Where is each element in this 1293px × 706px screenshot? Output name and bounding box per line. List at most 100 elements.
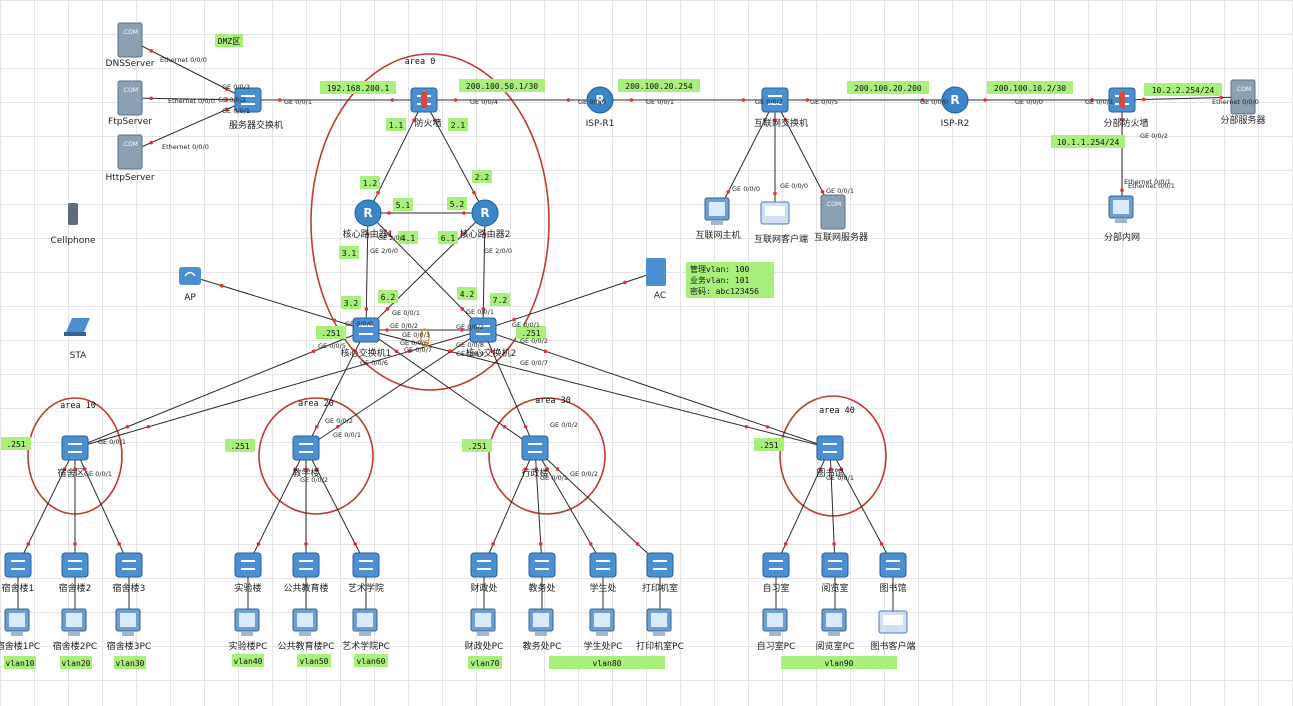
link-dist4-a11[interactable] [775,447,831,566]
p4-node[interactable]: 实验楼PC [229,608,268,652]
fw-node[interactable]: 防火墙 [410,87,442,129]
ip-tag: .251 [521,329,540,338]
link-csw2-dist2[interactable] [305,329,484,449]
link-dist3-a10[interactable] [534,447,661,566]
link-cr2-csw1[interactable] [365,212,486,331]
sta-node[interactable]: STA [64,318,90,361]
p2-node[interactable]: 宿舍楼2PC [53,608,97,652]
a1-node[interactable]: 宿舍楼1 [2,552,35,594]
ac-icon [646,258,666,286]
p3-node[interactable]: 宿舍楼3PC [107,608,151,652]
p11-node[interactable]: 自习室PC [757,608,796,652]
port-indicator [839,467,844,471]
ip-tag: vlan40 [234,657,263,666]
ip-tag: 3.1 [342,249,357,258]
a13-node[interactable]: 图书馆 [879,552,907,594]
link-dist2-a6[interactable] [305,447,367,566]
a7-node[interactable]: 财政处 [470,552,498,594]
link-inetsw-inethost[interactable] [717,99,776,213]
link-fw-cr1[interactable] [367,99,425,214]
link-dist4-a13[interactable] [829,447,894,566]
pc-screen-icon [357,613,373,627]
a9-node[interactable]: 学生处 [589,552,617,594]
link-dist3-a8[interactable] [534,447,543,566]
link-fw-cr2[interactable] [423,99,486,214]
p6-node[interactable]: 艺术学院PC [342,608,390,652]
p8-node[interactable]: 教务处PC [523,608,562,652]
p7-node[interactable]: 财政处PC [465,608,504,652]
a2-node[interactable]: 宿舍楼2 [59,552,92,594]
port-indicator [453,98,458,102]
p10-node[interactable]: 打印机室PC [636,608,684,652]
link-dns-srvsw[interactable] [129,39,249,101]
node-label: 阅览室PC [816,640,855,652]
p5-node[interactable]: 公共教育楼PC [278,608,335,652]
port-indicator [820,190,825,194]
link-dist3-a7[interactable] [483,447,536,566]
inetclient-node[interactable]: 互联网客户端 [754,201,808,245]
ip-tag: DMZ区 [218,37,240,46]
a11-node[interactable]: 自习室 [762,552,790,594]
brnet-node[interactable]: 分部内网 [1104,195,1140,243]
link-dist1-a1[interactable] [17,447,76,566]
srvsw-node[interactable]: 服务器交换机 [229,87,283,131]
ip-tag-bg [378,290,398,303]
link-csw1-dist3[interactable] [365,329,536,449]
p12-node[interactable]: 阅览室PC [816,608,855,652]
dist2-node[interactable]: 教学楼 [292,435,320,479]
a3-node[interactable]: 宿舍楼3 [113,552,146,594]
switch-icon [61,552,89,578]
dist3-node[interactable]: 行政楼 [521,435,549,479]
p13-node[interactable]: 图书客户端 [870,610,916,652]
ip-tag: vlan10 [6,659,35,668]
inetsw-node[interactable]: 互联网交换机 [754,87,808,129]
a4-node[interactable]: 实验楼 [234,552,262,594]
link-dist4-a12[interactable] [829,447,836,566]
a12-node[interactable]: 阅览室 [821,552,849,594]
ac-node[interactable]: AC [646,258,666,301]
link-dist2-a4[interactable] [247,447,307,566]
csw2-node[interactable]: 核心交换机2 [466,317,517,359]
link-csw1-dist4[interactable] [365,329,831,449]
inethost-node[interactable]: 互联网主机 [695,197,741,241]
phone-node[interactable]: Cellphone [51,203,96,246]
dist1-node[interactable]: 宿舍区 [57,435,89,479]
link-ac-csw2[interactable] [482,271,657,331]
a5-node[interactable]: 公共教育楼 [283,552,329,594]
server-icon [117,22,143,58]
port-indicator [555,467,560,471]
dist4-node[interactable]: 图书馆 [816,435,844,479]
p9-node[interactable]: 学生处PC [584,608,623,652]
a10-node[interactable]: 打印机室 [642,552,678,594]
a8-node[interactable]: 教务处 [528,552,556,594]
link-csw2-dist1[interactable] [74,329,484,449]
link-csw2-dist4[interactable] [482,329,831,449]
port-indicator [387,211,391,215]
ap-node[interactable]: AP [179,267,201,303]
wifi-icon [184,271,196,277]
link-dist3-a9[interactable] [534,447,604,566]
a6-node[interactable]: 艺术学院 [348,552,384,594]
brfw-node[interactable]: 分部防火墙 [1103,87,1149,129]
link-ap-csw1[interactable] [189,275,367,331]
p1-node[interactable]: 宿舍楼1PC [0,608,40,652]
ip-tag: 2.2 [475,173,490,182]
port-label: GE 0/0/2 [325,417,353,425]
link-csw1-dist1[interactable] [74,329,367,449]
node-label: 行政楼 [521,467,548,479]
switch-arrows-icon [477,560,491,570]
port-indicator [407,349,412,354]
csw1-node[interactable]: 核心交换机1 [341,317,392,359]
port-indicator [149,140,154,145]
node-label: 互联网服务器 [814,231,868,243]
